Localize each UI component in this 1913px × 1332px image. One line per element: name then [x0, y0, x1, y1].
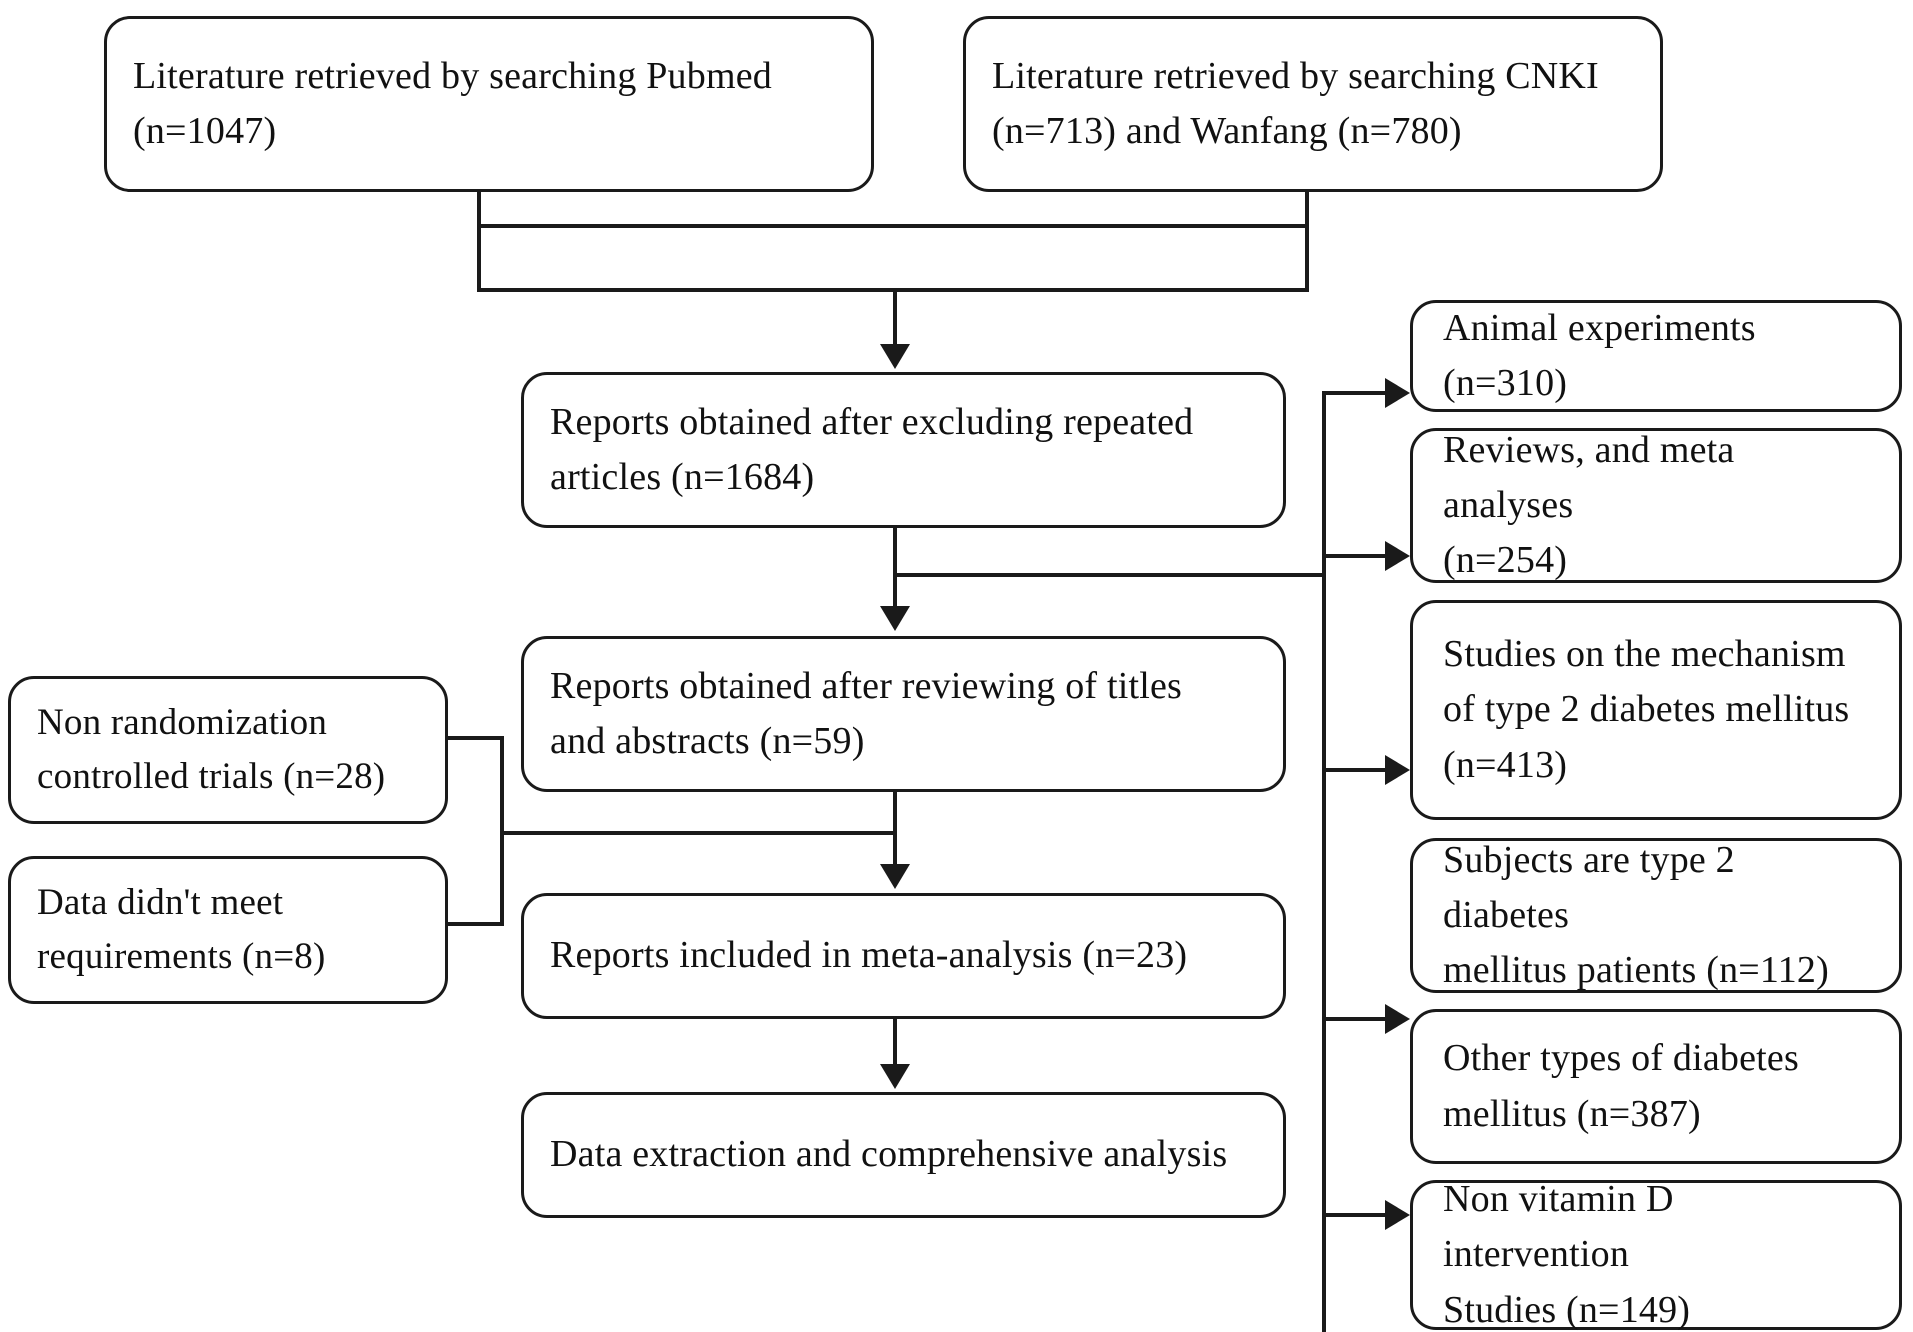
node-reviews-meta-label: Reviews, and meta analyses (n=254): [1443, 428, 1735, 582]
arrow-dedup-to-titles: [880, 606, 910, 631]
node-other-diabetes[interactable]: Other types of diabetes mellitus (n=387): [1410, 1009, 1902, 1164]
arrow-branch-animal: [1385, 378, 1410, 408]
node-animal-experiments-label: Animal experiments (n=310): [1443, 306, 1756, 404]
node-non-randomization-label: Non randomization controlled trials (n=2…: [37, 702, 386, 797]
node-reviews-meta[interactable]: Reviews, and meta analyses (n=254): [1410, 428, 1902, 583]
node-reports-title-abstract-label: Reports obtained after reviewing of titl…: [550, 664, 1183, 762]
node-reports-included-label: Reports included in meta-analysis (n=23): [550, 934, 1188, 977]
connector-branch-data-requirements: [437, 922, 503, 926]
node-subjects-t2dm[interactable]: Subjects are type 2 diabetes mellitus pa…: [1410, 838, 1902, 993]
connector-merge-to-dedup: [893, 288, 897, 350]
node-mechanism-studies[interactable]: Studies on the mechanism of type 2 diabe…: [1410, 600, 1902, 820]
node-data-extraction-label: Data extraction and comprehensive analys…: [550, 1133, 1228, 1176]
arrow-branch-other-diabetes: [1385, 1200, 1410, 1230]
connector-branch-other-diabetes: [1322, 1213, 1388, 1217]
node-reports-title-abstract[interactable]: Reports obtained after reviewing of titl…: [521, 636, 1286, 792]
arrow-included-to-extraction: [880, 1064, 910, 1089]
node-data-requirements-label: Data didn't meet requirements (n=8): [37, 882, 326, 977]
node-animal-experiments[interactable]: Animal experiments (n=310): [1410, 300, 1902, 412]
node-reports-deduplicated[interactable]: Reports obtained after excluding repeate…: [521, 372, 1286, 528]
node-reports-deduplicated-label: Reports obtained after excluding repeate…: [550, 400, 1194, 498]
arrow-titles-to-included: [880, 864, 910, 889]
node-mechanism-studies-label: Studies on the mechanism of type 2 diabe…: [1443, 633, 1850, 786]
node-non-randomization[interactable]: Non randomization controlled trials (n=2…: [8, 676, 448, 824]
connector-pubmed-stem: [477, 192, 481, 228]
connector-branch-animal: [1322, 391, 1388, 395]
arrow-branch-subjects: [1385, 1004, 1410, 1034]
connector-branch-mechanism: [1322, 768, 1388, 772]
node-subjects-t2dm-label: Subjects are type 2 diabetes mellitus pa…: [1443, 838, 1829, 992]
connector-cnki-stem: [1305, 192, 1309, 228]
connector-main-to-left-spine: [500, 831, 896, 835]
node-data-extraction[interactable]: Data extraction and comprehensive analys…: [521, 1092, 1286, 1218]
node-source-cnki-wanfang[interactable]: Literature retrieved by searching CNKI (…: [963, 16, 1663, 192]
connector-titles-to-included: [893, 792, 897, 868]
connector-branch-subjects: [1322, 1017, 1388, 1021]
arrow-branch-mechanism: [1385, 755, 1410, 785]
connector-merge-right-drop: [1305, 224, 1309, 292]
node-source-cnki-wanfang-label: Literature retrieved by searching CNKI (…: [992, 54, 1599, 152]
connector-main-to-right-spine: [893, 573, 1326, 577]
node-non-vitamin-d[interactable]: Non vitamin D intervention Studies (n=14…: [1410, 1178, 1902, 1331]
arrow-branch-reviews: [1385, 541, 1410, 571]
node-data-requirements[interactable]: Data didn't meet requirements (n=8): [8, 856, 448, 1004]
connector-dedup-to-titles: [893, 528, 897, 610]
arrow-merge-to-dedup: [880, 344, 910, 369]
connector-included-to-extraction: [893, 1019, 897, 1068]
node-other-diabetes-label: Other types of diabetes mellitus (n=387): [1443, 1037, 1799, 1135]
connector-branch-reviews: [1322, 554, 1388, 558]
node-source-pubmed[interactable]: Literature retrieved by searching Pubmed…: [104, 16, 874, 192]
connector-left-spine: [500, 736, 504, 926]
node-source-pubmed-label: Literature retrieved by searching Pubmed…: [133, 54, 772, 152]
node-non-vitamin-d-label: Non vitamin D intervention Studies (n=14…: [1443, 1178, 1691, 1331]
connector-pubmed-elbow: [477, 224, 1309, 228]
connector-branch-non-randomization: [437, 736, 503, 740]
connector-merge-left-drop: [477, 224, 481, 292]
connector-right-spine: [1322, 391, 1326, 1332]
node-reports-included[interactable]: Reports included in meta-analysis (n=23): [521, 893, 1286, 1019]
